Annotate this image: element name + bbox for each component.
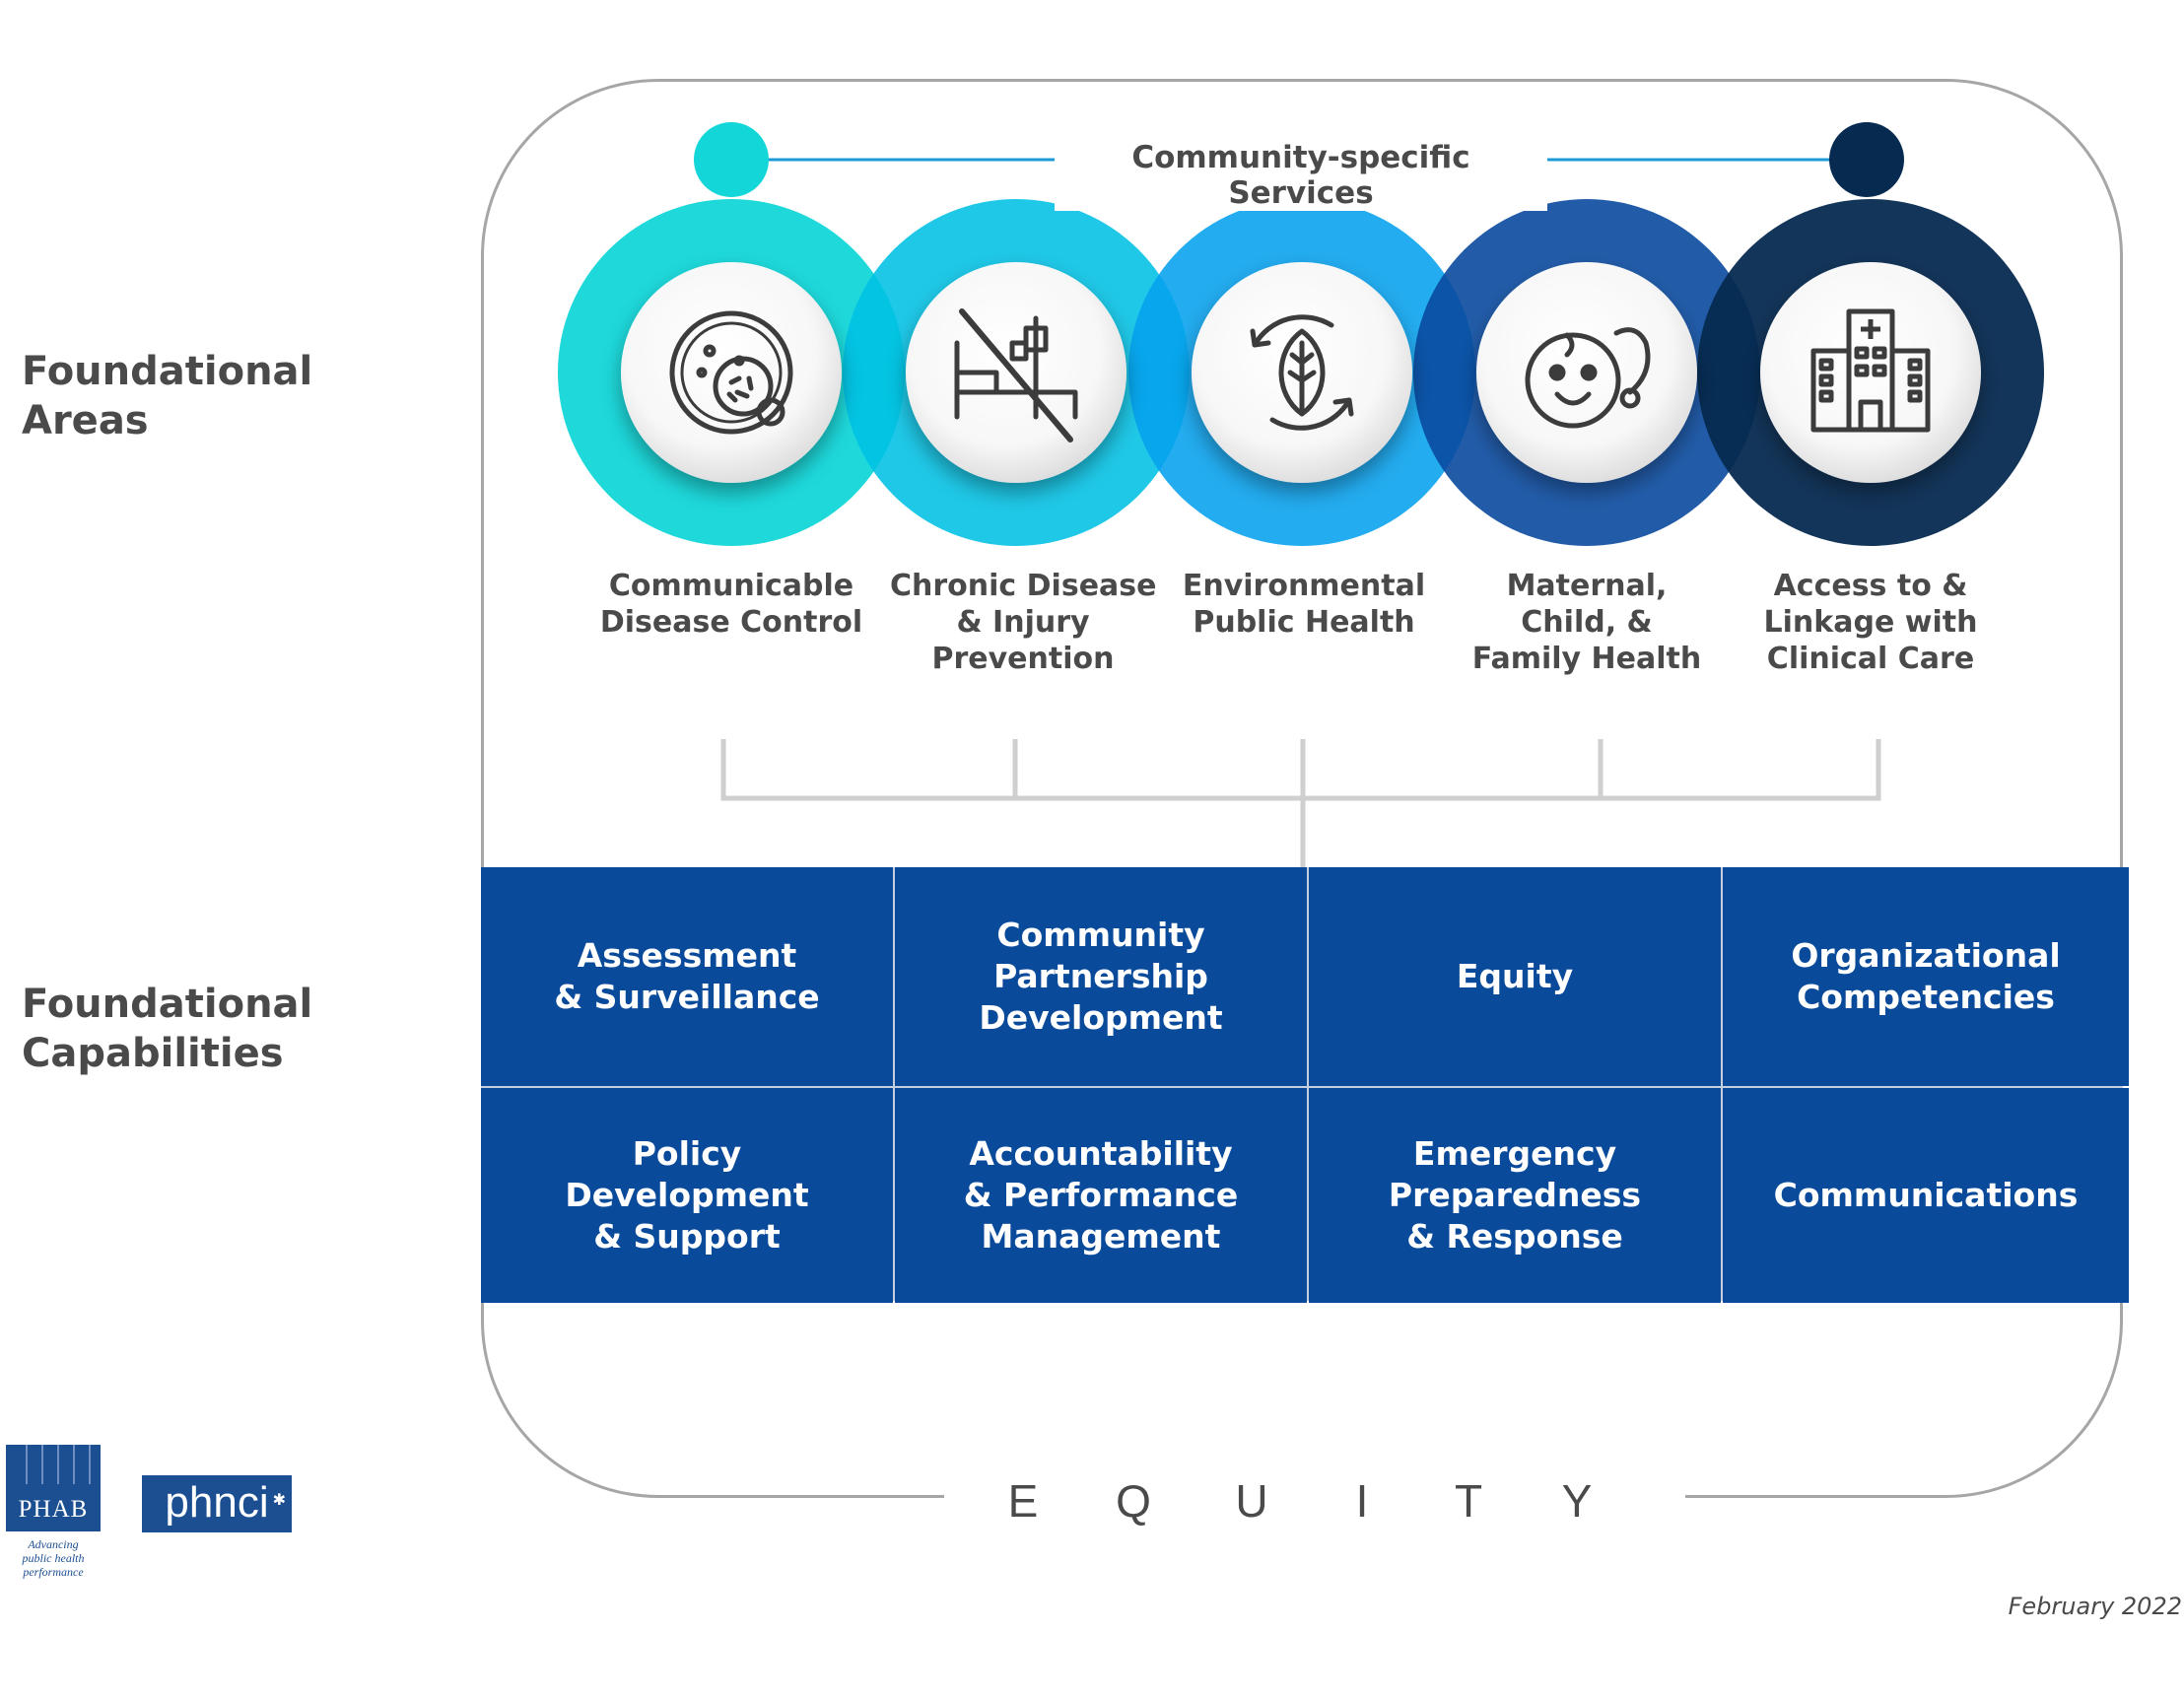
date-label: February 2022	[2008, 1593, 2182, 1620]
phab-logo-text: PHAB	[18, 1496, 89, 1523]
phab-logo-bars	[6, 1445, 101, 1484]
community-services-start-dot	[694, 122, 769, 197]
community-services-label: Community-specific Services	[1055, 140, 1547, 211]
area-label-maternal: Maternal, Child, & Family Health	[1471, 569, 1702, 676]
phnci-logo: phnci ✱	[142, 1475, 292, 1532]
capability-community-partnership: Community Partnership Development	[895, 867, 1307, 1086]
foundational-areas-label: Foundational Areas	[22, 349, 313, 443]
hospital-bed-crossed-icon	[954, 308, 1078, 442]
capability-communications: Communications	[1723, 1088, 2129, 1303]
phab-tagline: Advancing public health performance	[22, 1537, 85, 1579]
equity-letter-e: E	[1007, 1475, 1039, 1527]
area-label-clinical-care: Access to & Linkage with Clinical Care	[1763, 569, 1978, 676]
phnci-star-icon: ✱	[272, 1492, 286, 1509]
equity-letter-t: T	[1454, 1475, 1483, 1527]
equity-letter-q: Q	[1116, 1475, 1151, 1527]
community-services-end-dot	[1829, 122, 1904, 197]
capability-assessment: Assessment & Surveillance	[481, 867, 893, 1086]
equity-letter-i: I	[1355, 1475, 1369, 1527]
baby-stethoscope-icon	[1525, 327, 1651, 429]
area-bracket	[720, 739, 1881, 867]
phab-logo: PHAB	[6, 1445, 101, 1531]
capabilities-grid: Assessment & Surveillance Community Part…	[481, 867, 2129, 1303]
area-label-environmental: Environmental Public Health	[1182, 569, 1426, 640]
capability-policy: Policy Development & Support	[481, 1088, 893, 1303]
frame-gap	[944, 1478, 1685, 1518]
foundational-capabilities-label: Foundational Capabilities	[22, 982, 313, 1076]
area-label-chronic: Chronic Disease & Injury Prevention	[890, 569, 1157, 676]
phnci-logo-text: phnci	[165, 1478, 269, 1527]
area-label-communicable: Communicable Disease Control	[599, 569, 863, 640]
capability-accountability: Accountability & Performance Management	[895, 1088, 1307, 1303]
leaf-cycle-icon	[1250, 314, 1354, 431]
hospital-building-icon	[1810, 308, 1931, 433]
area-ball-clinical-care	[1760, 262, 1981, 483]
area-ball-communicable	[621, 262, 842, 483]
equity-letter-y: Y	[1561, 1475, 1593, 1527]
equity-letter-u: U	[1235, 1475, 1268, 1527]
capability-equity: Equity	[1309, 867, 1721, 1086]
equity-word: E Q U I T Y	[944, 1474, 1685, 1529]
capability-emergency: Emergency Preparedness & Response	[1309, 1088, 1721, 1303]
petri-dish-icon	[669, 310, 793, 435]
capability-organizational: Organizational Competencies	[1723, 867, 2129, 1086]
